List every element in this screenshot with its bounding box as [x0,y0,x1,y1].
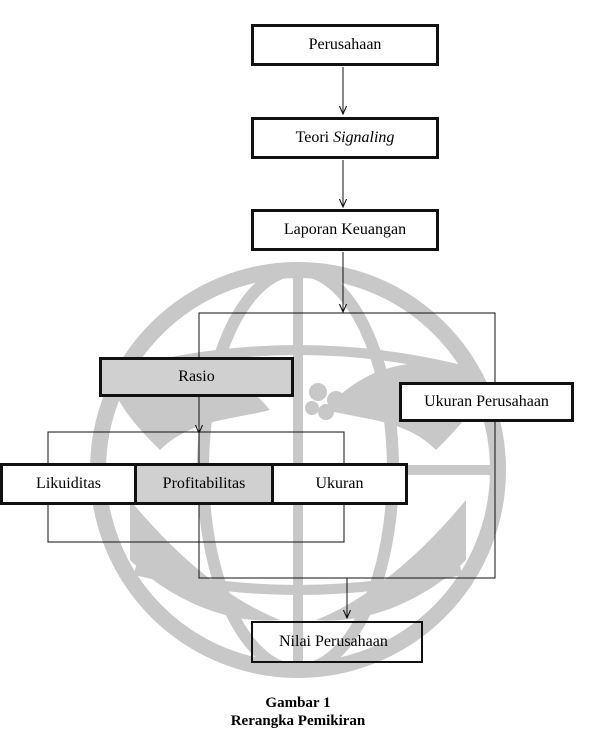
node-laporan-label: Laporan Keuangan [283,221,407,238]
node-ukuran: Ukuran [271,463,408,505]
figure-title: Rerangka Pemikiran [230,713,366,729]
node-likuiditas: Likuiditas [0,463,137,505]
node-nilai-perusahaan: Nilai Perusahaan [251,621,423,663]
node-teori-label: Teori Signaling [296,129,395,147]
figure-number: Gambar 1 [265,695,331,711]
node-likuiditas-label: Likuiditas [36,475,101,492]
node-teori-prefix: Teori [295,129,334,146]
outer-group-frame [198,312,496,579]
node-perusahaan: Perusahaan [251,24,439,66]
node-rasio: Rasio [99,357,294,397]
node-laporan-keuangan: Laporan Keuangan [251,209,439,251]
node-ukuran-label: Ukuran [315,475,364,492]
node-profitabilitas: Profitabilitas [134,463,274,505]
node-perusahaan-label: Perusahaan [308,36,382,53]
node-nilai-label: Nilai Perusahaan [279,633,388,650]
node-ukuran-perusahaan-label: Ukuran Perusahaan [424,393,549,410]
node-profitabilitas-label: Profitabilitas [162,475,246,492]
node-teori-italic: Signaling [333,129,395,146]
node-teori-signaling: Teori Signaling [251,117,439,159]
node-rasio-label: Rasio [178,368,215,385]
node-ukuran-perusahaan: Ukuran Perusahaan [399,382,574,422]
